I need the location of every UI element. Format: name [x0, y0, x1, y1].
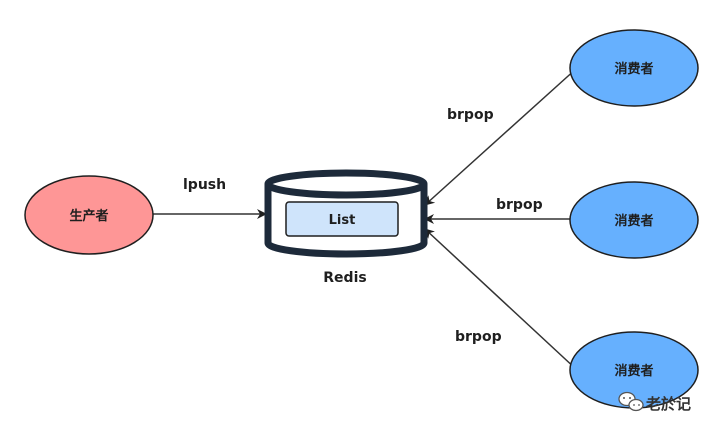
brpop-label-middle: brpop [496, 197, 543, 213]
producer-node: 生产者 [24, 175, 154, 255]
redis-node: List Redis [264, 169, 428, 286]
watermark: 老於记 [618, 391, 691, 413]
brpop-label-top: brpop [447, 107, 494, 123]
consumer-node-bottom: 消费者 [569, 331, 699, 409]
consumer-label-top: 消费者 [614, 61, 653, 77]
consumer-node-middle: 消费者 [569, 181, 699, 259]
lpush-label: lpush [183, 177, 226, 193]
redis-list-box [285, 201, 399, 237]
brpop-arrow-bottom [424, 228, 578, 371]
redis-label: Redis [323, 270, 366, 286]
consumer-label-middle: 消费者 [614, 213, 653, 229]
redis-list-label: List [329, 213, 356, 228]
watermark-label: 老於记 [645, 395, 691, 413]
producer-label: 生产者 [69, 208, 108, 224]
consumer-node-top: 消费者 [569, 29, 699, 107]
brpop-label-bottom: brpop [455, 329, 502, 345]
consumer-label-bottom: 消费者 [614, 363, 653, 379]
wechat-icon [618, 391, 644, 412]
brpop-arrow-top [424, 67, 578, 206]
